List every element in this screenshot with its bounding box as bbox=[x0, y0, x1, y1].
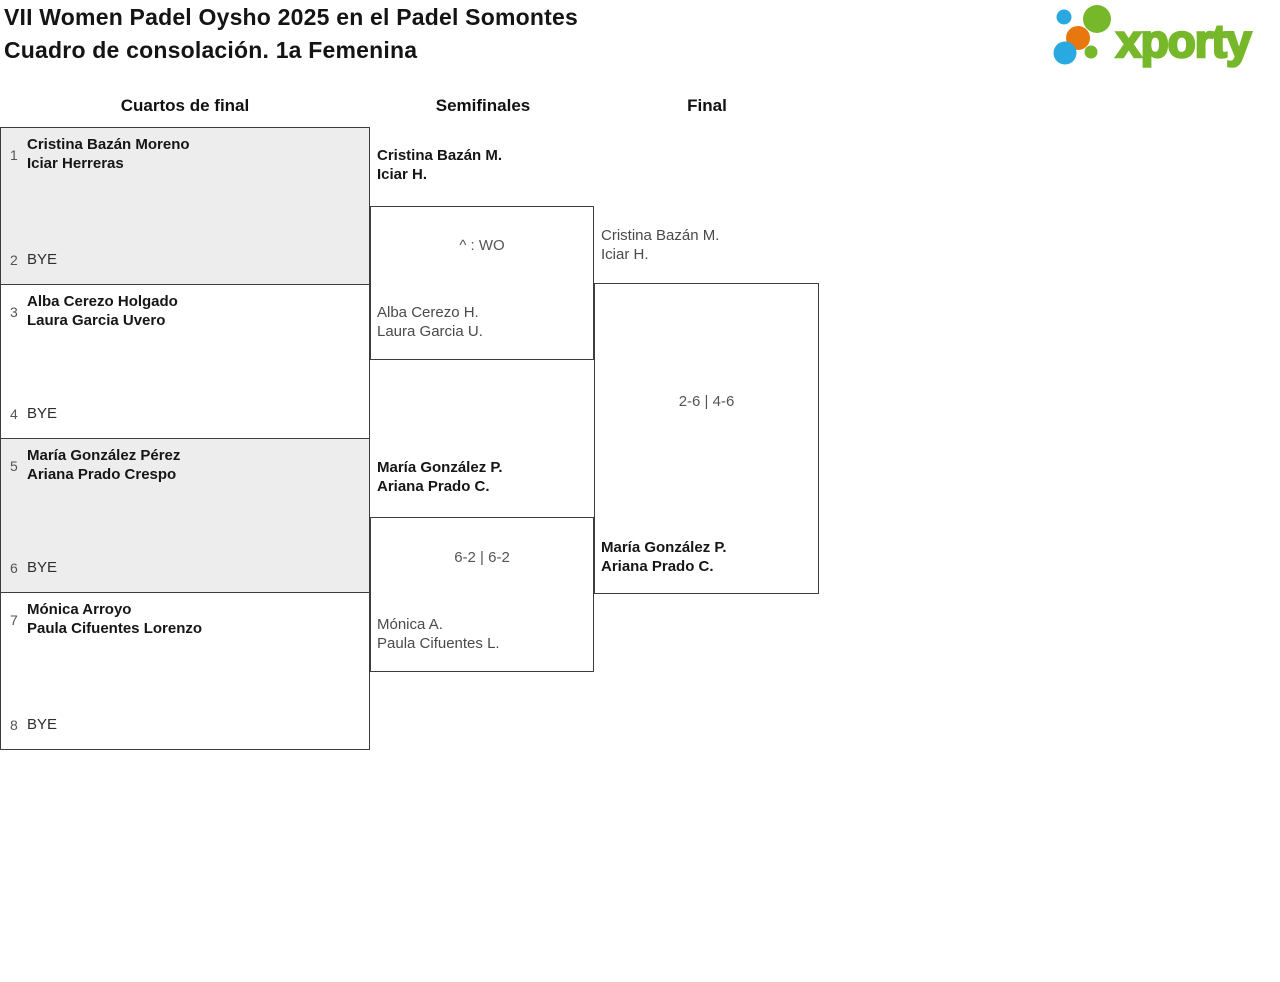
qf1-top-slot: 1 Cristina Bazán Moreno Iciar Herreras bbox=[7, 136, 365, 173]
bracket-subtitle: Cuadro de consolación. 1a Femenina bbox=[4, 37, 418, 63]
team-name-line: Laura Garcia Uvero bbox=[27, 311, 166, 329]
final-score: 2-6 | 4-6 bbox=[678, 393, 735, 410]
team-name-line: Iciar Herreras bbox=[27, 154, 124, 172]
team-name-line: Paula Cifuentes Lorenzo bbox=[27, 619, 203, 637]
logo-dot-green-large bbox=[1083, 5, 1111, 33]
final-winner-team: María González P. Ariana Prado C. bbox=[601, 539, 727, 576]
round-header-final: Final bbox=[687, 96, 727, 115]
page-header: VII Women Padel Oysho 2025 en el Padel S… bbox=[4, 1, 578, 67]
logo-dot-blue-large bbox=[1053, 41, 1077, 65]
seed-number: 5 bbox=[10, 457, 18, 474]
team-name-line: Ariana Prado C. bbox=[601, 557, 714, 575]
match-box-qf3: 5 María González Pérez Ariana Prado Cres… bbox=[0, 438, 370, 593]
qf2-top-slot: 3 Alba Cerezo Holgado Laura Garcia Uvero bbox=[7, 293, 365, 330]
match-box-final bbox=[594, 283, 819, 594]
final-runner-up-team: Cristina Bazán M. Iciar H. bbox=[601, 227, 719, 264]
seed-number: 3 bbox=[10, 303, 18, 320]
qf3-bottom-slot: 6 BYE bbox=[7, 559, 57, 576]
bye-label: BYE bbox=[27, 251, 58, 268]
qf4-bottom-slot: 8 BYE bbox=[7, 716, 57, 733]
match-box-qf4: 7 Mónica Arroyo Paula Cifuentes Lorenzo … bbox=[0, 592, 370, 750]
team-name-line: Mónica A. bbox=[377, 616, 443, 633]
team-name-line: Alba Cerezo Holgado bbox=[27, 293, 178, 310]
sf2-loser-team: Mónica A. Paula Cifuentes L. bbox=[377, 616, 500, 653]
xporty-wordmark: xporty bbox=[1116, 15, 1252, 67]
match-box-qf2: 3 Alba Cerezo Holgado Laura Garcia Uvero… bbox=[0, 284, 370, 439]
team-name-line: Ariana Prado C. bbox=[377, 477, 490, 495]
seed-number: 6 bbox=[10, 559, 18, 576]
team-name-line: Laura Garcia U. bbox=[377, 322, 483, 340]
bye-label: BYE bbox=[27, 559, 58, 576]
team-name-line: Cristina Bazán M. bbox=[601, 227, 720, 244]
qf2-bottom-slot: 4 BYE bbox=[7, 405, 57, 422]
seed-number: 1 bbox=[10, 146, 18, 163]
team-name-line: Cristina Bazán Moreno bbox=[27, 136, 190, 153]
qf1-bottom-slot: 2 BYE bbox=[7, 251, 57, 268]
match-box-sf2 bbox=[370, 517, 594, 672]
sf1-score: ^ : WO bbox=[459, 237, 505, 254]
seed-number: 7 bbox=[10, 611, 18, 628]
sf2-score: 6-2 | 6-2 bbox=[454, 549, 510, 566]
sf1-loser-team: Alba Cerezo H. Laura Garcia U. bbox=[377, 304, 483, 341]
team-name: Alba Cerezo Holgado Laura Garcia Uvero bbox=[27, 293, 178, 330]
seed-number: 4 bbox=[10, 405, 18, 422]
team-name-line: Alba Cerezo H. bbox=[377, 304, 479, 321]
seed-number: 2 bbox=[10, 251, 18, 268]
team-name-line: Iciar H. bbox=[377, 165, 428, 183]
team-name-line: Cristina Bazán M. bbox=[377, 147, 503, 164]
logo-dot-blue-small bbox=[1056, 9, 1072, 25]
logo-dot-green-small bbox=[1084, 45, 1098, 59]
team-name-line: María González Pérez bbox=[27, 447, 181, 464]
seed-number: 8 bbox=[10, 716, 18, 733]
qf4-top-slot: 7 Mónica Arroyo Paula Cifuentes Lorenzo bbox=[7, 601, 365, 638]
team-name: Mónica Arroyo Paula Cifuentes Lorenzo bbox=[27, 601, 202, 638]
sf1-winner-team: Cristina Bazán M. Iciar H. bbox=[377, 147, 502, 184]
team-name: Cristina Bazán Moreno Iciar Herreras bbox=[27, 136, 190, 173]
tournament-title: VII Women Padel Oysho 2025 en el Padel S… bbox=[4, 4, 578, 30]
bye-label: BYE bbox=[27, 716, 58, 733]
team-name-line: Mónica Arroyo bbox=[27, 601, 132, 618]
team-name-line: María González P. bbox=[377, 459, 503, 476]
round-header-cuartos: Cuartos de final bbox=[120, 96, 250, 115]
match-box-sf1 bbox=[370, 206, 594, 360]
team-name-line: Ariana Prado Crespo bbox=[27, 465, 177, 483]
qf3-top-slot: 5 María González Pérez Ariana Prado Cres… bbox=[7, 447, 365, 484]
team-name: María González Pérez Ariana Prado Crespo bbox=[27, 447, 180, 484]
bye-label: BYE bbox=[27, 405, 58, 422]
team-name-line: María González P. bbox=[601, 539, 727, 556]
match-box-qf1: 1 Cristina Bazán Moreno Iciar Herreras 2… bbox=[0, 127, 370, 285]
sf2-winner-team: María González P. Ariana Prado C. bbox=[377, 459, 503, 496]
xporty-logo[interactable]: xporty bbox=[1045, 0, 1275, 75]
team-name-line: Paula Cifuentes L. bbox=[377, 634, 500, 652]
round-header-semifinales: Semifinales bbox=[435, 96, 531, 115]
team-name-line: Iciar H. bbox=[601, 245, 649, 263]
